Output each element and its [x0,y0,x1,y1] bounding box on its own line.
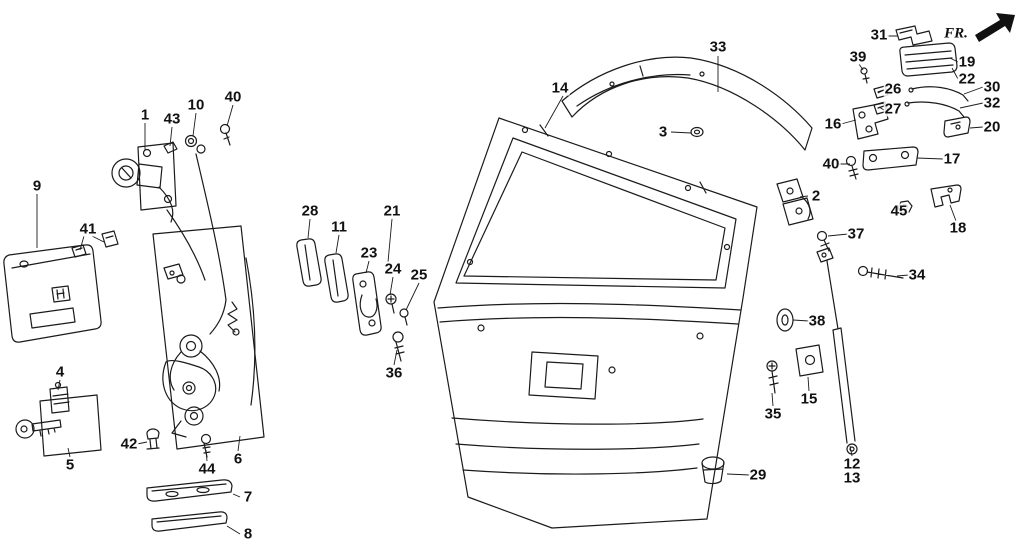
latch-assembly-box [152,225,265,450]
clip-3 [690,126,704,138]
striker-assembly [352,271,409,362]
stay-and-fittings [701,247,904,485]
leader-lines [36,35,984,535]
fr-label: FR. [944,25,968,42]
fr-direction-arrow [975,13,1015,42]
lock-cylinder-assembly [111,123,231,301]
hinge-2 [776,178,830,252]
clips-41 [71,230,119,258]
tailgate-panel [433,117,758,529]
key-and-cylinder [15,381,102,457]
bolts-42-44 [146,428,212,458]
right-hinge-cluster [845,25,971,214]
straps-28-11 [296,238,349,303]
spoiler [561,56,813,151]
license-garnish [3,244,102,343]
garnish-strips [146,479,233,532]
